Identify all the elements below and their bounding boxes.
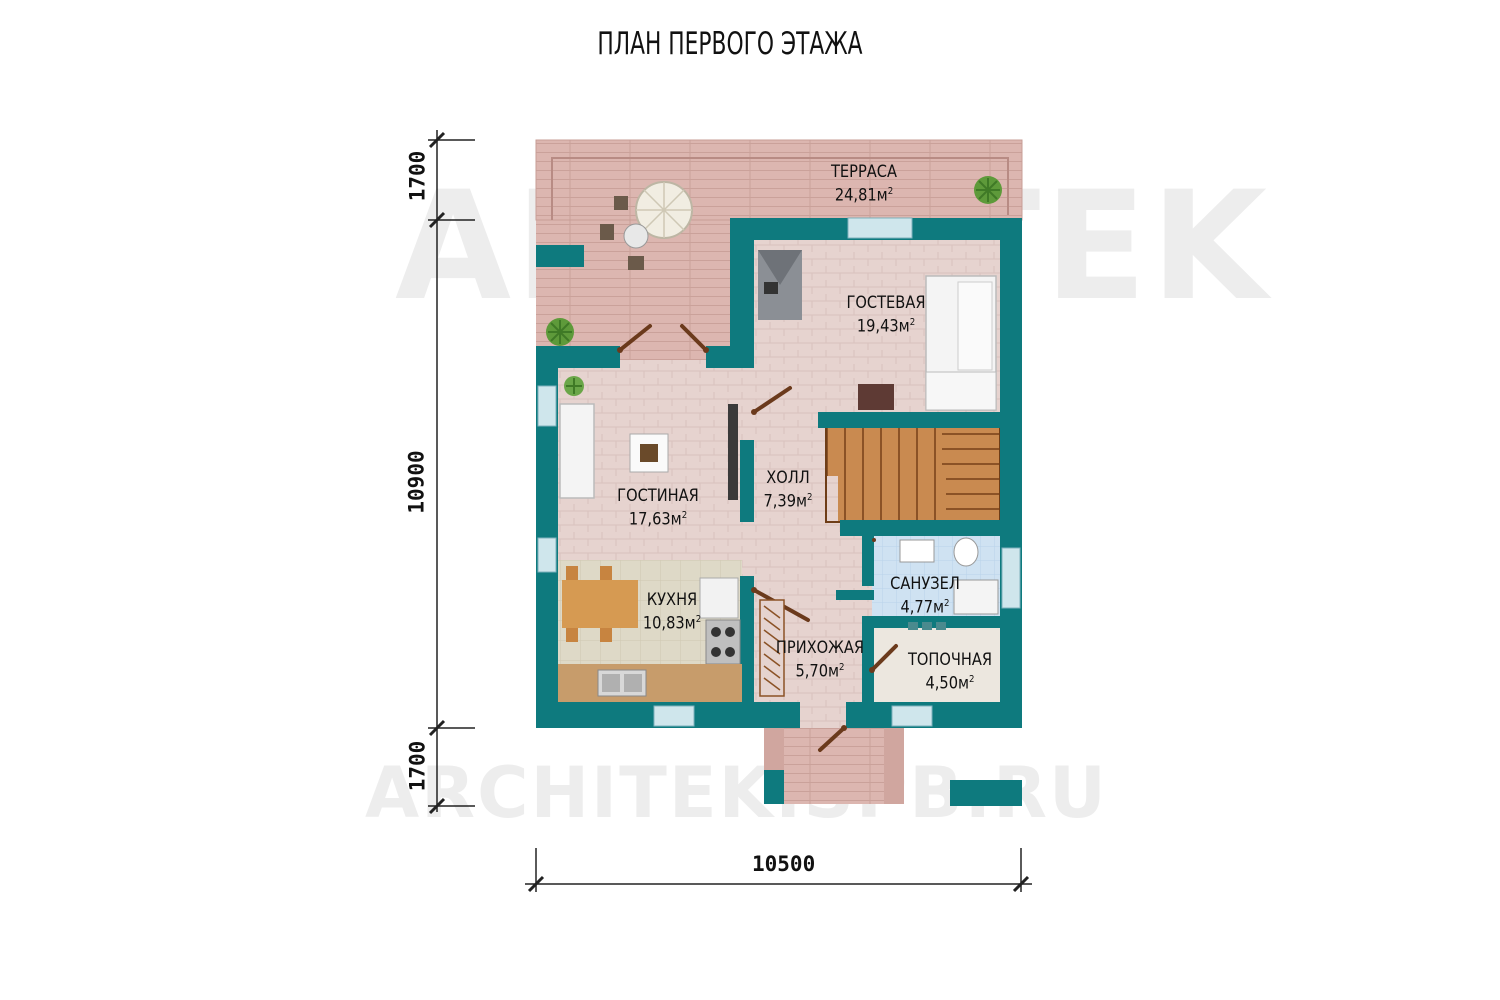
kitchen-counter-side	[705, 619, 741, 665]
kitchen-sink	[597, 669, 647, 697]
hallway-hangers	[763, 605, 781, 691]
room-area-terrace: 24,81м2	[834, 185, 894, 206]
room-label-kitchen: КУХНЯ 10,83м2	[632, 590, 712, 634]
terrace-railing	[551, 157, 1009, 220]
room-area-bathroom: 4,77м2	[900, 597, 950, 618]
kitchen-counter	[558, 664, 742, 702]
room-area-hall: 7,39м2	[763, 491, 813, 512]
porch-column-left	[764, 770, 784, 804]
room-label-bathroom: САНУЗЕЛ 4,77м2	[870, 574, 980, 618]
door-ends	[617, 347, 875, 731]
windows	[537, 217, 1021, 727]
dimension-lines-left	[428, 130, 475, 815]
room-label-guest: ГОСТЕВАЯ 19,43м2	[826, 293, 946, 337]
room-name-hall: ХОЛЛ	[766, 468, 810, 488]
room-name-living: ГОСТИНАЯ	[617, 486, 699, 506]
room-label-hallway: ПРИХОЖАЯ 5,70м2	[762, 638, 878, 682]
room-name-terrace: ТЕРРАСА	[830, 162, 898, 182]
boiler-floor	[872, 626, 1002, 702]
room-name-hallway: ПРИХОЖАЯ	[775, 638, 865, 658]
walls	[536, 218, 1022, 728]
room-label-living: ГОСТИНАЯ 17,63м2	[598, 486, 718, 530]
room-name-bathroom: САНУЗЕЛ	[890, 574, 960, 594]
kitchen-fridge	[699, 577, 739, 619]
porch	[764, 728, 904, 804]
room-area-boiler: 4,50м2	[925, 673, 975, 694]
guest-sofa	[925, 275, 997, 411]
room-label-boiler: ТОПОЧНАЯ 4,50м2	[890, 650, 1010, 694]
plant-terrace-right	[974, 176, 1002, 204]
living-sofa	[559, 403, 595, 499]
room-area-living: 17,63м2	[628, 509, 688, 530]
porch-column	[950, 780, 1022, 806]
guest-table	[858, 384, 894, 410]
dimension-left-bottom: 1700	[405, 740, 430, 792]
dimension-line-bottom	[525, 848, 1032, 893]
dimension-bottom: 10500	[752, 852, 816, 876]
dimension-left-top: 1700	[405, 150, 430, 202]
room-name-guest: ГОСТЕВАЯ	[846, 293, 926, 313]
stairs-lower	[838, 476, 946, 522]
page-title: ПЛАН ПЕРВОГО ЭТАЖА	[597, 26, 863, 62]
living-coffee-table	[629, 433, 669, 473]
bathroom-shower	[953, 579, 999, 615]
dimension-left-middle: 10900	[404, 450, 429, 514]
bathroom-sink	[899, 539, 935, 563]
room-area-guest: 19,43м2	[856, 316, 916, 337]
room-name-kitchen: КУХНЯ	[646, 590, 698, 610]
hall-divider	[728, 404, 738, 500]
plant-living	[564, 376, 584, 396]
room-area-kitchen: 10,83м2	[642, 613, 702, 634]
stairs-landing	[942, 426, 1000, 522]
terrace-umbrella	[600, 181, 693, 270]
room-label-terrace: ТЕРРАСА 24,81м2	[804, 162, 924, 206]
room-name-boiler: ТОПОЧНАЯ	[907, 650, 993, 670]
room-area-hallway: 5,70м2	[795, 661, 845, 682]
kitchen-stove	[711, 627, 735, 657]
room-label-hall: ХОЛЛ 7,39м2	[748, 468, 828, 512]
plant-terrace-left	[546, 318, 574, 346]
bathroom-toilet	[953, 537, 979, 567]
fireplace-guest	[758, 250, 802, 320]
kitchen-dining-table	[562, 566, 638, 642]
porch-step-right	[884, 728, 904, 804]
boiler-units	[908, 622, 946, 630]
